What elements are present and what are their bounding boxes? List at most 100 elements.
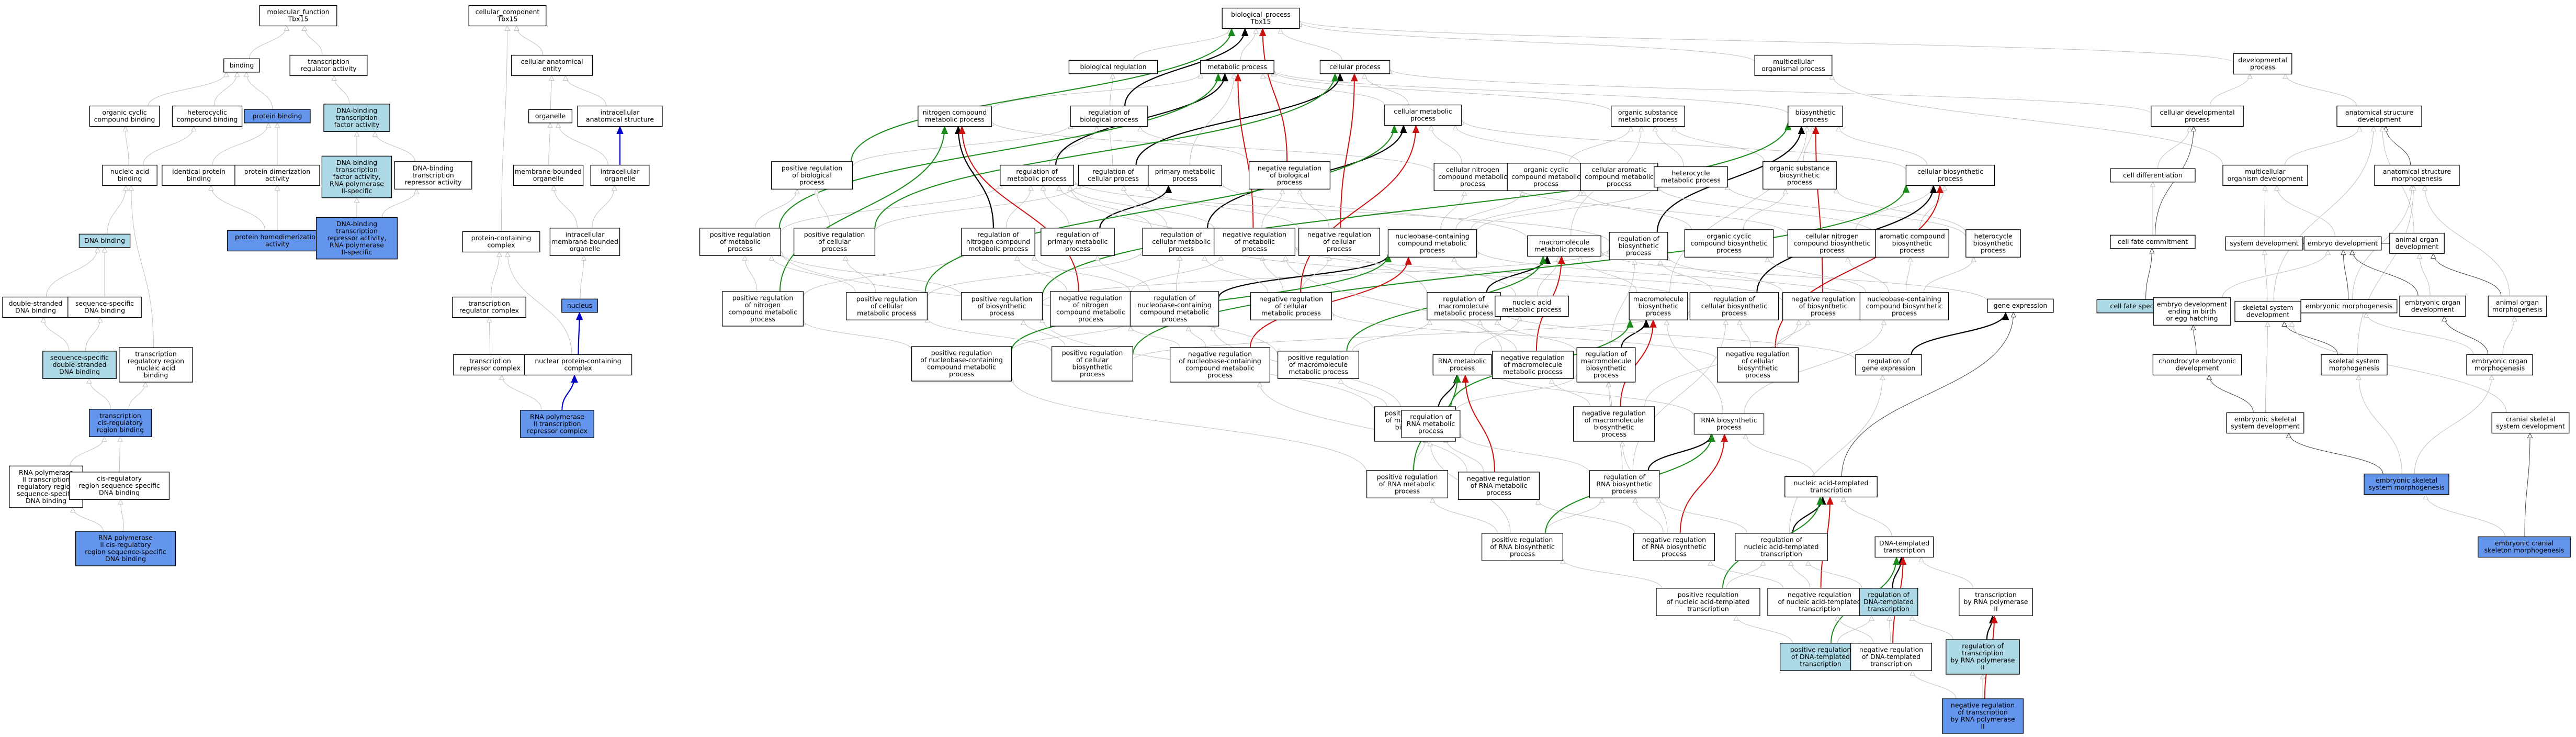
edge-is-a — [1923, 256, 1977, 293]
term-label-line: II transcription — [22, 475, 70, 483]
term-box — [78, 233, 131, 248]
arrowhead — [1400, 125, 1407, 133]
term-box — [1277, 351, 1360, 379]
go-term-dna-binding: DNA binding — [78, 233, 131, 248]
arrowhead — [301, 25, 308, 31]
arrowhead — [354, 197, 360, 203]
arrowhead — [354, 131, 360, 137]
edge-is-a — [1856, 185, 1936, 230]
arrowhead — [2002, 311, 2009, 320]
edge-is-a — [1549, 378, 1591, 407]
arrowhead — [769, 255, 775, 261]
term-box — [394, 161, 472, 189]
term-label-line: positive regulation — [856, 295, 918, 303]
edge-is-a — [2222, 249, 2331, 298]
term-label-line: of biological — [1270, 171, 1309, 179]
arrowhead — [514, 25, 519, 31]
term-label-line: repressor activity — [405, 178, 462, 186]
term-label-line: compound metabolic — [1511, 173, 1580, 181]
term-box — [961, 292, 1043, 320]
edge-is-a — [504, 251, 572, 355]
term-label-line: process — [949, 370, 974, 378]
term-label-line: process — [1410, 115, 1436, 122]
term-label-line: binding — [118, 175, 142, 183]
edge-part-of — [2145, 248, 2155, 300]
arrowhead — [2383, 126, 2389, 131]
edge-regulates — [1135, 73, 1344, 165]
arrowhead — [372, 131, 378, 137]
edge-is-a — [487, 317, 492, 355]
term-box — [468, 5, 547, 27]
arrowhead — [1805, 319, 1811, 325]
edge-is-a — [1131, 255, 1224, 293]
arrowhead — [1788, 560, 1794, 566]
term-label-line: compound biosynthetic — [1794, 239, 1871, 247]
term-box — [1784, 476, 1878, 498]
edge-negatively-regulates — [1679, 433, 1728, 533]
arrowhead — [1177, 255, 1183, 261]
arrowhead — [2262, 185, 2268, 191]
arrowhead — [571, 374, 578, 383]
arrowhead — [1907, 256, 1914, 262]
term-label-line: biological process — [1080, 116, 1138, 124]
edge-is-a — [1009, 376, 1368, 474]
arrowhead — [1899, 556, 1907, 565]
arrowhead — [1804, 126, 1810, 131]
term-label-line: primary metabolic — [1155, 168, 1215, 175]
arrowhead — [997, 183, 1003, 189]
term-label-line: compound binding — [177, 116, 238, 124]
arrowhead — [2206, 374, 2212, 380]
term-label-line: organic substance — [1618, 108, 1678, 116]
edge-is-a — [1451, 256, 1516, 296]
edge-is-a — [2414, 374, 2495, 474]
arrowhead — [1737, 319, 1743, 325]
arrowhead — [1971, 256, 1977, 262]
term-box — [918, 105, 992, 127]
term-label-line: negative regulation — [1059, 294, 1123, 302]
term-label-line: cellular metabolic — [1394, 107, 1452, 115]
edge-is-a — [547, 122, 553, 165]
term-label-line: of biosynthetic — [978, 302, 1026, 310]
term-label-line: sequence-specific — [50, 353, 109, 361]
term-box — [528, 109, 573, 124]
arrowhead — [1639, 126, 1644, 131]
edge-negatively-regulates — [958, 126, 1079, 292]
arrowhead — [1628, 126, 1634, 131]
term-label-line: membrane-bounded — [515, 168, 582, 175]
edge-is-a — [549, 75, 555, 110]
term-label-line: regulation of — [1443, 295, 1485, 303]
term-box — [1148, 164, 1222, 186]
edge-is-a — [491, 251, 502, 297]
edge-is-a — [148, 71, 229, 106]
edge-is-a — [70, 507, 104, 532]
term-label-line: negative regulation — [1726, 350, 1790, 358]
term-label-line: cis-regulatory — [97, 474, 142, 482]
arrowhead — [1257, 381, 1263, 387]
term-label-line: positive regulation — [732, 294, 794, 302]
term-label-line: transcription — [1799, 605, 1840, 612]
arrowhead — [1826, 496, 1834, 505]
arrowhead — [1535, 499, 1541, 505]
term-box — [1654, 166, 1728, 188]
term-box — [2488, 295, 2547, 317]
term-label-line: primary metabolic — [1048, 238, 1108, 245]
term-label-line: transcription — [1800, 660, 1841, 667]
term-label-line: gene expression — [1862, 364, 1916, 372]
edge-is-a — [1834, 615, 1874, 643]
arrowhead — [2379, 126, 2386, 131]
arrowhead — [117, 436, 123, 442]
term-label-line: of DNA-templated — [1862, 653, 1920, 661]
arrowhead — [2441, 316, 2447, 321]
